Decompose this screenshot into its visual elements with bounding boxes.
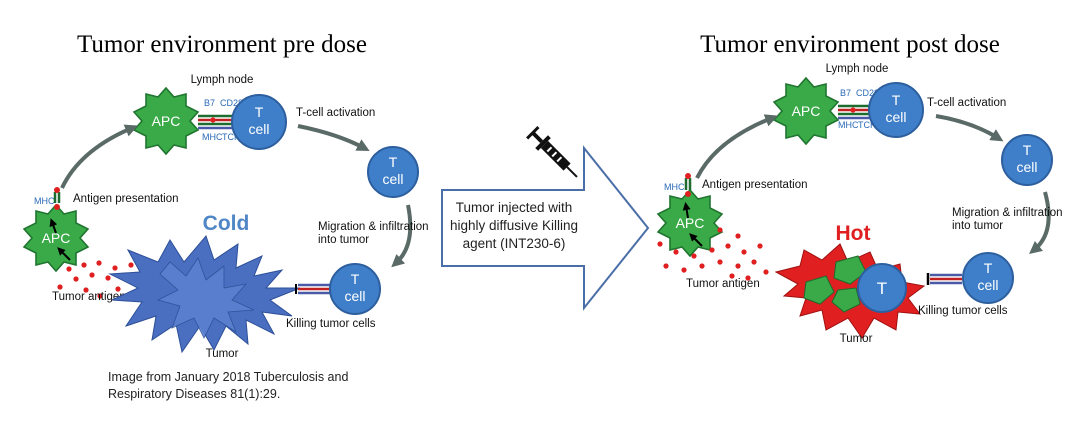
left-migration-label-2: into tumor xyxy=(318,234,369,246)
left-tcell-bottom-t: T xyxy=(351,271,360,287)
left-tcell-mid xyxy=(367,146,419,198)
right-tcell-top-t: T xyxy=(892,92,901,108)
right-cd28-label: CD28 xyxy=(856,88,879,98)
left-tcell-bottom-cell: cell xyxy=(344,288,365,304)
left-apc-left-label: APC xyxy=(42,230,71,246)
caption-line-2: Respiratory Diseases 81(1):29. xyxy=(108,387,280,401)
left-migration-label-1: Migration & infiltration xyxy=(318,221,429,233)
right-apc-top-label: APC xyxy=(792,103,821,119)
left-tcell-mid-cell: cell xyxy=(382,171,403,187)
left-tcell-top xyxy=(231,94,287,150)
right-tcell-top-cell: cell xyxy=(885,109,906,125)
right-migration-label-2: into tumor xyxy=(952,220,1003,232)
right-hot-tumor xyxy=(774,243,926,339)
right-arrow-migration xyxy=(1029,191,1051,255)
right-tcell-mid xyxy=(1001,134,1053,186)
right-apc-top xyxy=(772,76,840,146)
right-tumor-label: Tumor xyxy=(840,333,873,345)
left-tcr-label: TCR xyxy=(222,132,241,142)
right-tcell-activation-label: T-cell activation xyxy=(927,97,1006,109)
right-antigen-dots xyxy=(657,227,769,281)
left-tcell-activation-label: T-cell activation xyxy=(296,107,375,119)
right-mhc-small: MHC xyxy=(664,182,685,192)
left-mhc-small: MHC xyxy=(34,196,55,206)
middle-arrow: Tumor injected with highly diffusive Kil… xyxy=(441,145,650,311)
left-apc-top-label: APC xyxy=(152,113,181,129)
right-tcell-mid-cell: cell xyxy=(1016,159,1037,175)
right-tcell-infiltrated-t: T xyxy=(877,279,887,298)
left-tcell-top-t: T xyxy=(255,104,264,120)
left-apc-top xyxy=(132,86,200,156)
right-antigen-presentation-label: Antigen presentation xyxy=(702,179,808,191)
left-title: Tumor environment pre dose xyxy=(77,31,367,58)
right-lymph-node-label: Lymph node xyxy=(826,63,889,75)
right-title: Tumor environment post dose xyxy=(700,31,1000,58)
caption-line-1: Image from January 2018 Tuberculosis and xyxy=(108,370,348,384)
syringe-icon xyxy=(526,126,578,178)
right-killing-label: Killing tumor cells xyxy=(918,305,1008,317)
right-tcell-infiltrated xyxy=(857,263,907,313)
right-tcr-label: TCR xyxy=(858,120,877,130)
left-tcell-mid-t: T xyxy=(389,154,398,170)
right-panel: Tumor environment post dose Lymph node A… xyxy=(656,31,1063,345)
right-apc-left xyxy=(656,188,724,258)
right-tumor-antigen-label: Tumor antigen xyxy=(686,278,760,290)
right-tcell-bottom xyxy=(962,252,1014,304)
left-arrow-apc-to-lymph xyxy=(60,124,138,189)
right-state-label: Hot xyxy=(836,222,871,245)
arrow-text-3: agent (INT230-6) xyxy=(463,236,566,251)
right-apc-left-label: APC xyxy=(676,215,705,231)
left-antigen-presentation-label: Antigen presentation xyxy=(73,193,179,205)
right-arrow-apc-to-lymph xyxy=(695,114,778,179)
left-tumor-antigen-label: Tumor antigen xyxy=(52,291,126,303)
arrow-text-1: Tumor injected with xyxy=(456,200,573,215)
left-panel: Tumor environment pre dose Lymph node AP… xyxy=(22,31,429,360)
right-tcell-bottom-cell: cell xyxy=(977,277,998,293)
left-cold-tumor xyxy=(108,234,301,354)
right-killing-synapse xyxy=(926,273,962,285)
left-apc-left xyxy=(22,203,90,273)
left-arrow-migration xyxy=(391,204,413,268)
left-tumor-label: Tumor xyxy=(206,348,239,360)
left-arrow-activation xyxy=(297,124,370,152)
left-killing-label: Killing tumor cells xyxy=(286,318,376,330)
right-tcell-bottom-t: T xyxy=(984,260,993,276)
right-mhc-label: MHC xyxy=(838,120,859,130)
right-b7-label: B7 xyxy=(840,88,851,98)
left-tcell-top-cell: cell xyxy=(248,121,269,137)
left-tcell-bottom xyxy=(329,263,381,315)
right-arrow-activation xyxy=(935,114,1004,142)
left-state-label: Cold xyxy=(203,212,250,235)
right-tcell-mid-t: T xyxy=(1023,142,1032,158)
arrow-text-2: highly diffusive Killing xyxy=(450,218,578,233)
right-tcell-top xyxy=(868,82,924,138)
left-cd28-label: CD28 xyxy=(220,98,243,108)
left-lymph-node-label: Lymph node xyxy=(191,74,254,86)
left-b7-label: B7 xyxy=(204,98,215,108)
right-migration-label-1: Migration & infiltration xyxy=(952,207,1063,219)
left-killing-synapse xyxy=(295,283,330,295)
left-antigen-dots xyxy=(57,260,143,299)
right-synapse xyxy=(838,104,872,120)
left-synapse xyxy=(198,114,232,130)
left-mhc-label: MHC xyxy=(202,132,223,142)
